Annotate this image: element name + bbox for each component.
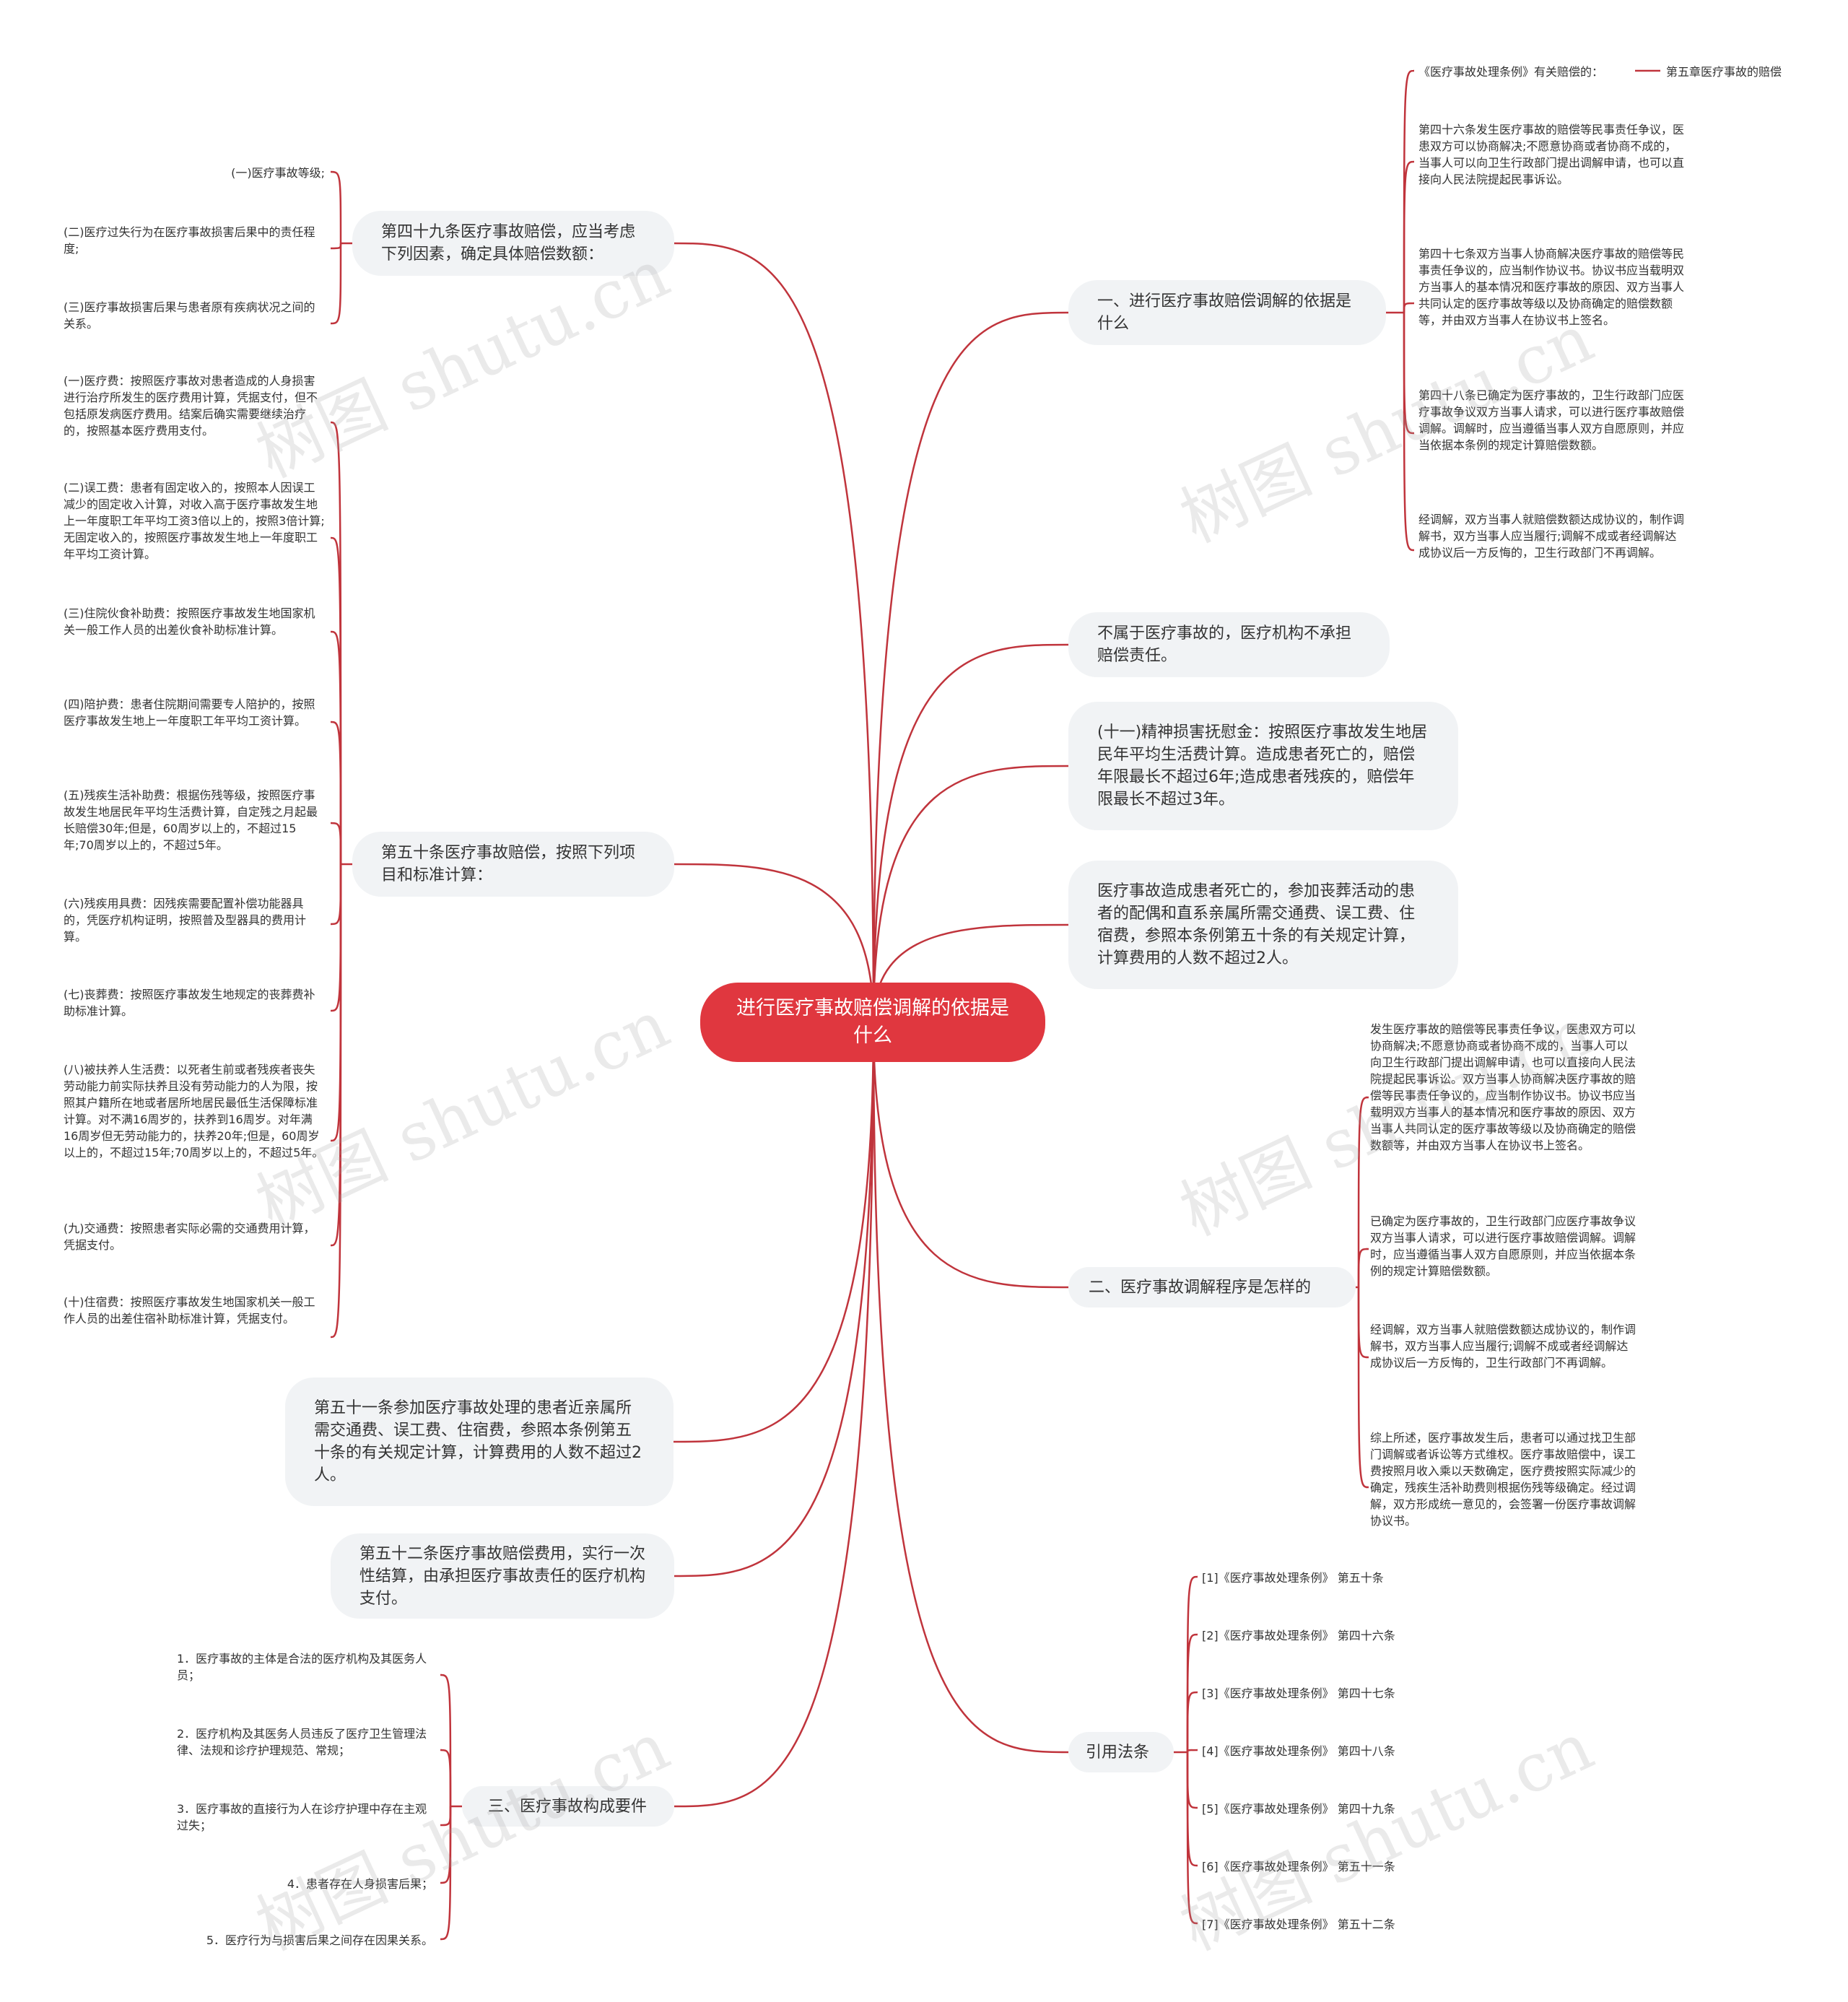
leaf-s3-item-2: 2．医疗机构及其医务人员违反了医疗卫生管理法律、法规和诊疗护理规范、常规； (177, 1727, 427, 1757)
connector-s3-4 (440, 1806, 452, 1884)
leaf-ref-2: [2]《医疗事故处理条例》 第四十六条 (1202, 1629, 1395, 1642)
branch-section-2[interactable]: 二、医疗事故调解程序是怎样的 (1068, 1267, 1356, 1307)
leaf-50-item-4: (四)陪护费：患者住院期间需要专人陪护的，按照医疗事故发生地上一年度职工年平均工… (64, 697, 315, 728)
connector-s3-5 (440, 1806, 452, 1941)
connector-49-3 (330, 243, 342, 325)
leaf-s2-item-3: 经调解，双方当事人就赔偿数额达成协议的，制作调解书，双方当事人应当履行;调解不成… (1370, 1323, 1636, 1370)
leaf-s3-item-5: 5．医疗行为与损害后果之间存在因果关系。 (206, 1933, 433, 1947)
connector-root-ref (872, 1022, 1069, 1754)
leaf-ref-4: [4]《医疗事故处理条例》 第四十八条 (1202, 1744, 1395, 1758)
leaf-ref-5: [5]《医疗事故处理条例》 第四十九条 (1202, 1802, 1395, 1816)
leaf-50-item-8: (八)被扶养人生活费：以死者生前或者残疾者丧失劳动能力前实际扶养且没有劳动能力的… (64, 1063, 324, 1159)
connector-root-49 (674, 242, 875, 1023)
leaf-ref-6: [6]《医疗事故处理条例》 第五十一条 (1202, 1860, 1395, 1873)
leaf-s1-item-2: 第四十六条发生医疗事故的赔偿等民事责任争议，医患双方可以协商解决;不愿意协商或者… (1418, 123, 1685, 186)
connector-s1-5 (1403, 312, 1415, 552)
connector-ref-6 (1186, 1751, 1198, 1867)
leaf-50-item-2: (二)误工费：患者有固定收入的，按照本人因误工减少的固定收入计算，对收入高于医疗… (64, 481, 325, 561)
leaf-ref-7: [7]《医疗事故处理条例》 第五十二条 (1202, 1918, 1395, 1931)
leaf-50-item-6: (六)残疾用具费：因残疾需要配置补偿功能器具的，凭医疗机构证明，按照普及型器具的… (64, 897, 307, 944)
connector-49-2 (330, 243, 342, 250)
connector-s1-3 (1403, 302, 1415, 313)
leaf-49-item-3: (三)医疗事故损害后果与患者原有疾病状况之间的关系。 (64, 300, 315, 331)
connector-ref-3 (1186, 1691, 1198, 1753)
leaf-s3-item-4: 4．患者存在人身损害后果； (287, 1877, 433, 1891)
connector-50-5 (330, 822, 342, 865)
connector-ref-5 (1186, 1751, 1198, 1809)
connector-ref-4 (1186, 1749, 1198, 1753)
root-node[interactable]: 进行医疗事故赔偿调解的依据是什么 (700, 983, 1045, 1062)
branch-section-1[interactable]: 一、进行医疗事故赔偿调解的依据是什么 (1068, 280, 1386, 345)
connector-s1-4 (1403, 312, 1415, 435)
branch-article-52[interactable]: 第五十二条医疗事故赔偿费用，实行一次性结算，由承担医疗事故责任的医疗机构支付。 (331, 1533, 674, 1619)
leaf-s2-item-2: 已确定为医疗事故的，卫生行政部门应医疗事故争议双方当事人请求，可以进行医疗事故赔… (1370, 1214, 1636, 1278)
connector-50-7 (330, 863, 342, 1012)
branch-article-50[interactable]: 第五十条医疗事故赔偿，按照下列项目和标准计算： (352, 832, 674, 897)
leaf-s3-item-3: 3．医疗事故的直接行为人在诊疗护理中存在主观过失； (177, 1802, 427, 1832)
connector-root-11 (872, 765, 1069, 1023)
leaf-s1-item-1: 《医疗事故处理条例》有关赔偿的： (1418, 65, 1604, 79)
connector-s2-1 (1357, 1096, 1369, 1288)
leaf-ref-3: [3]《医疗事故处理条例》 第四十七条 (1202, 1687, 1395, 1700)
branch-section-3[interactable]: 三、医疗事故构成要件 (462, 1786, 674, 1827)
connector-root-52 (674, 1022, 875, 1577)
connector-50-1 (330, 421, 342, 865)
connector-s2-4 (1357, 1287, 1369, 1489)
branch-death-family[interactable]: 医疗事故造成患者死亡的，参加丧葬活动的患者的配偶和直系亲属所需交通费、误工费、住… (1068, 861, 1458, 989)
branch-mental-damage[interactable]: (十一)精神损害抚慰金：按照医疗事故发生地居民年平均生活费计算。造成患者死亡的，… (1068, 702, 1458, 830)
connector-s3-2 (440, 1749, 452, 1807)
leaf-s1-item-3: 第四十七条双方当事人协商解决医疗事故的赔偿等民事责任争议的，应当制作协议书。协议… (1418, 247, 1685, 327)
connector-s3-1 (440, 1674, 452, 1807)
leaf-49-item-2: (二)医疗过失行为在医疗事故损害后果中的责任程度; (64, 225, 315, 256)
connector-root-s3 (674, 1022, 875, 1808)
leaf-50-item-9: (九)交通费：按照患者实际必需的交通费用计算，凭据支付。 (64, 1222, 315, 1252)
connector-root-not (872, 643, 1069, 1023)
leaf-s2-item-1: 发生医疗事故的赔偿等民事责任争议，医患双方可以协商解决;不愿意协商或者协商不成的… (1370, 1022, 1636, 1152)
leaf-s1-item-5: 经调解，双方当事人就赔偿数额达成协议的，制作调解书，双方当事人应当履行;调解不成… (1418, 513, 1685, 560)
leaf-ref-1: [1]《医疗事故处理条例》 第五十条 (1202, 1571, 1384, 1585)
leaf-s1-sub: 第五章医疗事故的赔偿 (1666, 65, 1782, 79)
connector-root-s1 (872, 311, 1069, 1023)
connector-s2-3 (1357, 1287, 1369, 1359)
leaf-49-item-1: (一)医疗事故等级; (231, 166, 325, 180)
connector-50-10 (330, 863, 342, 1339)
connector-50-4 (330, 721, 342, 865)
connector-root-s2 (872, 1022, 1069, 1289)
connector-49-1 (330, 170, 342, 244)
branch-article-51[interactable]: 第五十一条参加医疗事故处理的患者近亲属所需交通费、误工费、住宿费，参照本条例第五… (285, 1378, 674, 1506)
connector-50-6 (330, 863, 342, 926)
leaf-50-item-3: (三)住院伙食补助费：按照医疗事故发生地国家机关一般工作人员的出差伙食补助标准计… (64, 606, 315, 637)
leaf-50-item-10: (十)住宿费：按照医疗事故发生地国家机关一般工作人员的出差住宿补助标准计算，凭据… (64, 1295, 315, 1326)
leaf-s2-item-4: 综上所述，医疗事故发生后，患者可以通过找卫生部门调解或者诉讼等方式维权。医疗事故… (1370, 1431, 1636, 1528)
connector-s1-2 (1403, 160, 1415, 313)
connector-50-2 (330, 536, 342, 865)
leaf-50-item-1: (一)医疗费：按照医疗事故对患者造成的人身损害进行治疗所发生的医疗费用计算，凭据… (64, 374, 318, 438)
branch-not-accident[interactable]: 不属于医疗事故的，医疗机构不承担赔偿责任。 (1068, 612, 1390, 677)
branch-cited-articles[interactable]: 引用法条 (1068, 1732, 1174, 1772)
connector-root-51 (673, 1022, 875, 1443)
leaf-50-item-7: (七)丧葬费：按照医疗事故发生地规定的丧葬费补助标准计算。 (64, 988, 315, 1018)
connector-50-9 (330, 863, 342, 1247)
leaf-50-item-5: (五)残疾生活补助费：根据伤残等级，按照医疗事故发生地居民年平均生活费计算，自定… (64, 788, 318, 852)
leaf-s3-item-1: 1．医疗事故的主体是合法的医疗机构及其医务人员； (177, 1652, 427, 1682)
connector-s2-2 (1357, 1248, 1369, 1288)
connector-root-50 (674, 863, 875, 1023)
connector-ref-7 (1186, 1751, 1198, 1925)
connector-s3-3 (440, 1806, 452, 1827)
branch-article-49[interactable]: 第四十九条医疗事故赔偿，应当考虑下列因素，确定具体赔偿数额： (352, 211, 674, 276)
leaf-s1-item-4: 第四十八条已确定为医疗事故的，卫生行政部门应医疗事故争议双方当事人请求，可以进行… (1418, 388, 1685, 452)
